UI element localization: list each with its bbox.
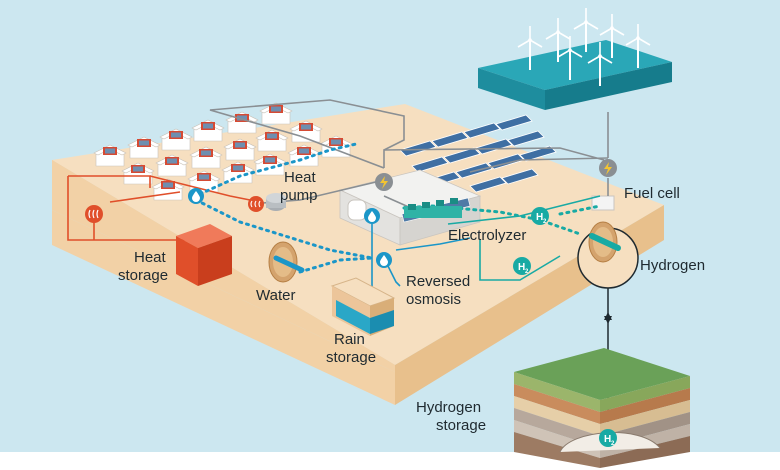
heat-storage-tank [176, 224, 232, 286]
label-heat-storage: Heat [134, 249, 167, 266]
label-water: Water [256, 287, 295, 304]
geological-block [514, 348, 690, 468]
label-rain-storage: storage [326, 349, 376, 366]
svg-text:2: 2 [611, 441, 615, 447]
h2-badge: H 2 [531, 207, 549, 225]
label-reversed-osmosis: osmosis [406, 291, 461, 308]
h2-badge: H 2 [513, 257, 531, 275]
hydrogen-dotted-lines [402, 204, 602, 236]
label-electrolyzer: Electrolyzer [448, 227, 526, 244]
label-reversed-osmosis: Reversed [406, 273, 470, 290]
label-hydrogen-storage: Hydrogen [416, 399, 481, 416]
hydrogen-well [577, 221, 639, 289]
h2-badge: H 2 [599, 429, 617, 447]
svg-text:H: H [536, 212, 543, 223]
lightning-icon [375, 173, 393, 191]
heat-pump-unit [266, 193, 286, 211]
hydrogen-lines [447, 195, 601, 281]
heat-lines [67, 175, 251, 241]
rain-storage-tank [330, 277, 396, 336]
ground-block [52, 104, 664, 405]
label-heat-storage: storage [118, 267, 168, 284]
water-well [268, 241, 305, 283]
water-drop-icon [376, 252, 392, 268]
label-hydrogen: Hydrogen [640, 257, 705, 274]
lightning-icon [599, 159, 617, 177]
label-hydrogen-storage: storage [436, 417, 486, 434]
offshore-wind-farm [478, 7, 672, 110]
label-fuel-cell: Fuel cell [624, 185, 680, 202]
heat-icon [248, 196, 264, 212]
svg-text:2: 2 [525, 269, 529, 275]
svg-text:H: H [518, 262, 525, 273]
svg-text:H: H [604, 434, 611, 445]
electrolyzer-units [404, 198, 462, 218]
label-rain-storage: Rain [334, 331, 365, 348]
water-drop-icon [188, 188, 204, 204]
water-dotted-lines [194, 142, 374, 274]
heat-icon [85, 205, 103, 223]
svg-text:2: 2 [543, 219, 547, 225]
label-heat-pump: pump [280, 187, 318, 204]
hydrogen-pipe-arrow-down [604, 316, 612, 324]
label-heat-pump: Heat [284, 169, 317, 186]
water-drop-icon [364, 208, 380, 224]
